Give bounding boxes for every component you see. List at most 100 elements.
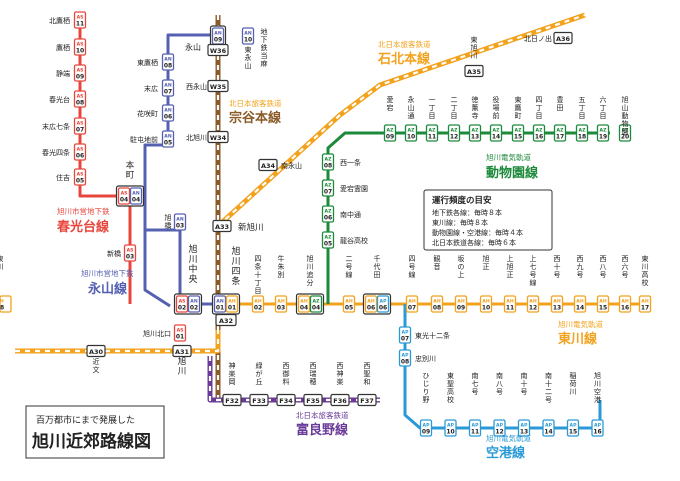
station-dobutsuen-marker-number: 08: [324, 163, 332, 170]
furano-line: [207, 356, 380, 403]
station-higashikawa-interchange-code-line-code: AH: [367, 299, 375, 305]
station-higashikawa-name: 西: [554, 255, 561, 263]
station-higashikawa-marker-number: 13: [553, 305, 561, 312]
station-higashikawa-marker-line-code: AH: [457, 299, 465, 305]
station-dobutsuen-top-name: 丁: [579, 104, 586, 112]
station-chuo-code-line-code: AN: [190, 299, 198, 305]
station-kuko-bottom-marker-line-code: AP: [594, 423, 602, 429]
station-dobutsuen-top-name: 六: [600, 95, 607, 104]
station-dobutsuen-top-name: 目: [429, 112, 436, 120]
station-eiyama-marker-frame: [161, 130, 175, 148]
station-dobutsuen-top-name: 目: [536, 112, 543, 120]
station-higashikawa-name: 線: [530, 278, 537, 287]
station-higashikawa-marker: AH18: [0, 295, 12, 313]
station-shinbashi-marker-line-code: AS: [127, 248, 134, 254]
station-higashikawa-name: 川: [0, 263, 4, 271]
kuko-name: 空港線: [486, 445, 526, 461]
station-kita-name: 旭川北口: [143, 329, 171, 338]
station-kuko-marker-line-code: AP: [402, 353, 410, 359]
station-dobutsuen-top-marker-frame: [575, 124, 589, 142]
station-dobutsuen-marker-line-code: AZ: [325, 157, 333, 163]
station-dobutsuen-top-marker-line-code: AZ: [536, 128, 544, 134]
station-higashikawa-name: 音: [434, 262, 441, 271]
station-dobutsuen-top-name: 山: [408, 103, 415, 112]
station-eiyama-marker-frame: [161, 79, 175, 97]
station-dobutsuen-top-marker-line-code: AZ: [387, 128, 395, 134]
station-a30-code: A30: [89, 348, 104, 356]
station-kuko-bottom-name: 号: [472, 388, 479, 396]
station-a31-code: A31: [175, 348, 190, 356]
station-shunkodai-marker-number: 11: [76, 21, 84, 28]
station-dobutsuen-name: 龍谷高校: [340, 236, 368, 245]
station-higashikawa-name: 高: [642, 270, 649, 279]
station-higashikawa-marker-number: 15: [599, 305, 607, 312]
furano-line-dash: [208, 356, 380, 402]
station-furano-code: F32: [225, 397, 239, 405]
station-dobutsuen-top-name: 目: [600, 112, 607, 120]
station-chuo-code-frame: [175, 295, 189, 313]
station-higashikawa-marker-line-code: AH: [576, 299, 584, 305]
station-higashikawa-name: 正: [507, 271, 514, 279]
station-yonjo-code-frame: [213, 295, 227, 313]
sekihoku-operator: 北日本旅客鉄道: [378, 39, 431, 49]
station-higashikawa-marker-line-code: AH: [529, 299, 537, 305]
station-asahibashi-name: 旭: [165, 213, 172, 222]
station-kuko-bottom-name: 野: [423, 396, 430, 404]
station-higashikawa-marker-line-code: AH: [345, 299, 353, 305]
station-higashikawa-name: 号: [600, 271, 607, 279]
higashikawa-line-label: 旭川電気軌道 東川線: [558, 319, 603, 347]
station-eiyama-marker-number: 05: [164, 140, 172, 147]
station-higashikawa-name: 代: [374, 262, 381, 271]
station-shunkodai-name: 静端: [56, 69, 70, 78]
station-dobutsuen-top-marker-line-code: AZ: [493, 128, 501, 134]
station-a32-frame: [215, 313, 237, 327]
station-a32-code: A32: [219, 317, 233, 325]
station-higashikawa-name: 号: [346, 263, 353, 271]
station-dobutsuen-marker-frame: [321, 205, 335, 223]
station-yonjo-code-line-code: AH: [228, 299, 236, 305]
station-dobutsuen-name: 南中通: [340, 210, 361, 219]
station-chuo-code-line-code: AS: [179, 299, 186, 305]
station-higashikawa-name: 西: [622, 255, 629, 263]
station-higashikawa-interchange-code-frame: [376, 295, 390, 313]
station-kuko-bottom-name: ひ: [423, 372, 430, 380]
station-w36-frame: [207, 43, 229, 57]
station-yonjo-code-frame: [225, 295, 239, 313]
station-higashikawa-marker-line-code: AH: [621, 299, 629, 305]
station-a34-name: 南永山: [281, 161, 302, 170]
station-furano-name: 御: [283, 369, 290, 378]
station-yonjo-name: 旭: [231, 245, 240, 257]
station-honcho-code-line-code: AS: [121, 191, 128, 197]
station-a35-frame: [464, 64, 484, 78]
station-higashikawa-marker-number: 18: [0, 305, 4, 312]
station-kuko-marker-number: 07: [401, 336, 409, 343]
station-eiyama-marker-line-code: AN: [164, 108, 172, 114]
station-a30-frame: [86, 344, 106, 358]
frequency-item: 東川線：毎時８本: [432, 218, 488, 227]
station-higashikawa-name: 上: [458, 270, 465, 279]
higashikawa-operator: 旭川電気軌道: [558, 319, 603, 329]
station-a35-name: 東: [471, 35, 478, 44]
station-dobutsuen-top-name: 五: [579, 96, 586, 104]
station-shunkodai-name: 春光四条: [42, 148, 70, 157]
station-dobutsuen-top-name: 前: [493, 111, 500, 120]
dobutsuen-operator: 旭川電気軌道: [486, 152, 531, 162]
station-kuko-bottom-marker-frame: [419, 419, 433, 437]
furano-name: 富良野線: [296, 422, 349, 438]
station-honcho-code-frame: [117, 187, 131, 205]
hakodate-line-dash: [15, 330, 220, 353]
station-kuko-bottom-name: 高: [447, 387, 454, 396]
station-higashikawa-marker-frame: [618, 295, 632, 313]
